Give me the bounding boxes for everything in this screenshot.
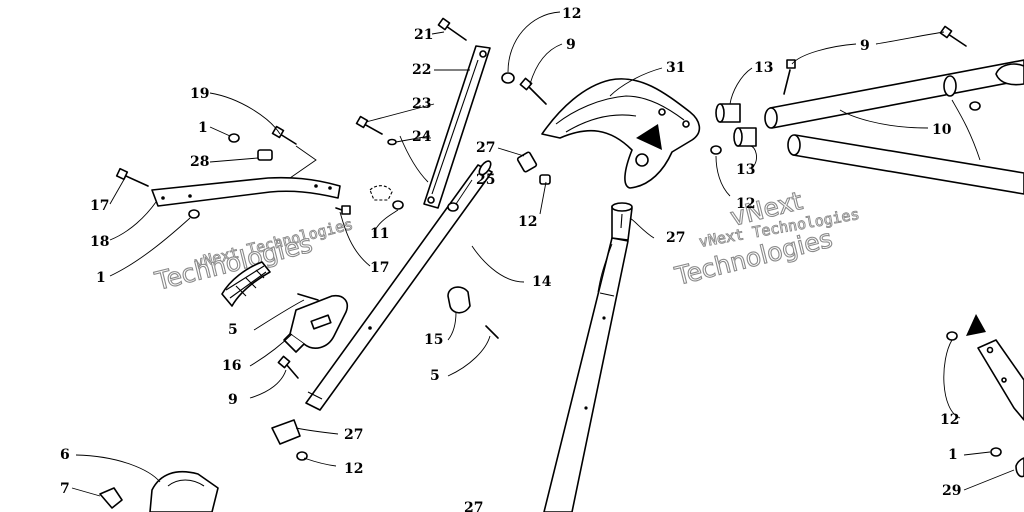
callout-7: 7 — [60, 481, 70, 497]
callout-12-top: 12 — [562, 6, 581, 22]
callout-21: 21 — [414, 27, 433, 43]
nut-12-right — [710, 145, 722, 155]
nut-12-top — [501, 72, 515, 84]
bolt-17-right — [335, 205, 351, 215]
bracket-31 — [541, 78, 701, 189]
callout-28: 28 — [190, 154, 209, 170]
callout-labels: 12 21 9 22 31 13 9 19 23 1 10 24 27 28 1… — [60, 6, 961, 512]
leader-lines — [71, 11, 1015, 497]
callout-22: 22 — [412, 62, 431, 78]
pin-5-left — [297, 293, 319, 301]
callout-12-bottom: 12 — [344, 461, 363, 477]
callout-27-bottom: 27 — [344, 427, 363, 443]
bar-18 — [151, 176, 341, 207]
washer-24 — [387, 138, 397, 146]
part-6-bracket — [99, 470, 219, 512]
bolt-9-top — [519, 77, 547, 105]
bracket-right-lower — [966, 314, 1024, 421]
callout-29: 29 — [942, 483, 961, 499]
callout-12-lower-right: 12 — [940, 412, 959, 428]
callout-12-mid: 12 — [518, 214, 537, 230]
bushing-13-bottom — [733, 127, 757, 147]
callout-17-right: 17 — [370, 260, 389, 276]
clamp-28 — [257, 149, 273, 161]
callout-5-right: 5 — [430, 368, 440, 384]
bolt-9-far-right — [939, 25, 967, 47]
callout-9-left: 9 — [228, 392, 238, 408]
callout-19: 19 — [190, 86, 209, 102]
callout-27-lower: 27 — [464, 500, 483, 512]
callout-12-right: 12 — [736, 196, 755, 212]
callout-17-left: 17 — [90, 198, 109, 214]
callout-1-top: 1 — [198, 120, 208, 136]
part-ghost — [369, 185, 393, 201]
tube-27-vertical — [543, 202, 633, 512]
callout-31: 31 — [666, 60, 685, 76]
clip-27-bottom — [271, 419, 301, 445]
callout-6: 6 — [60, 447, 70, 463]
nut-12-lower-right — [946, 331, 958, 341]
part-28-mesh — [221, 261, 271, 307]
bushing-13-top — [715, 103, 741, 123]
part-29 — [1015, 457, 1024, 478]
callout-1-right: 1 — [948, 447, 958, 463]
callout-9-right: 9 — [860, 38, 870, 54]
tubes-10 — [764, 59, 1024, 195]
bar-22 — [423, 45, 491, 209]
callout-16: 16 — [222, 358, 241, 374]
nut-25 — [447, 202, 459, 212]
nut-1-left — [188, 209, 200, 219]
callout-13-top: 13 — [754, 60, 773, 76]
nut-12-mid — [539, 174, 551, 185]
bolt-21 — [437, 17, 467, 41]
callout-1-left: 1 — [96, 270, 106, 286]
bracket-16 — [283, 294, 348, 353]
callout-23: 23 — [412, 96, 431, 112]
nut-1-top — [228, 133, 240, 143]
callout-13-bottom: 13 — [736, 162, 755, 178]
nut-1-right — [990, 447, 1002, 457]
callout-27-top: 27 — [476, 140, 495, 156]
watermark-right: vNext vNext Technologies Technologies — [671, 185, 861, 291]
callout-5-left: 5 — [228, 322, 238, 338]
callout-25: 25 — [476, 172, 495, 188]
pin-5-right — [485, 325, 499, 339]
bolt-17-left — [115, 167, 149, 187]
bolt-9-left — [277, 355, 299, 379]
callout-24: 24 — [412, 129, 432, 145]
callout-9-top: 9 — [566, 37, 576, 53]
callout-14: 14 — [532, 274, 552, 290]
nut-far-right — [969, 101, 981, 111]
callout-15: 15 — [424, 332, 443, 348]
part-15 — [447, 286, 471, 314]
callout-10: 10 — [932, 122, 952, 138]
callout-27-right: 27 — [666, 230, 685, 246]
callout-11: 11 — [370, 226, 389, 242]
bolt-23 — [355, 115, 383, 135]
bolt-19 — [271, 125, 297, 145]
bolt-9-right — [783, 59, 796, 95]
tube-14 — [305, 160, 493, 411]
clip-27-top — [516, 151, 538, 173]
knob-top-right — [995, 63, 1024, 86]
callout-18: 18 — [90, 234, 109, 250]
nut-11 — [392, 200, 404, 210]
